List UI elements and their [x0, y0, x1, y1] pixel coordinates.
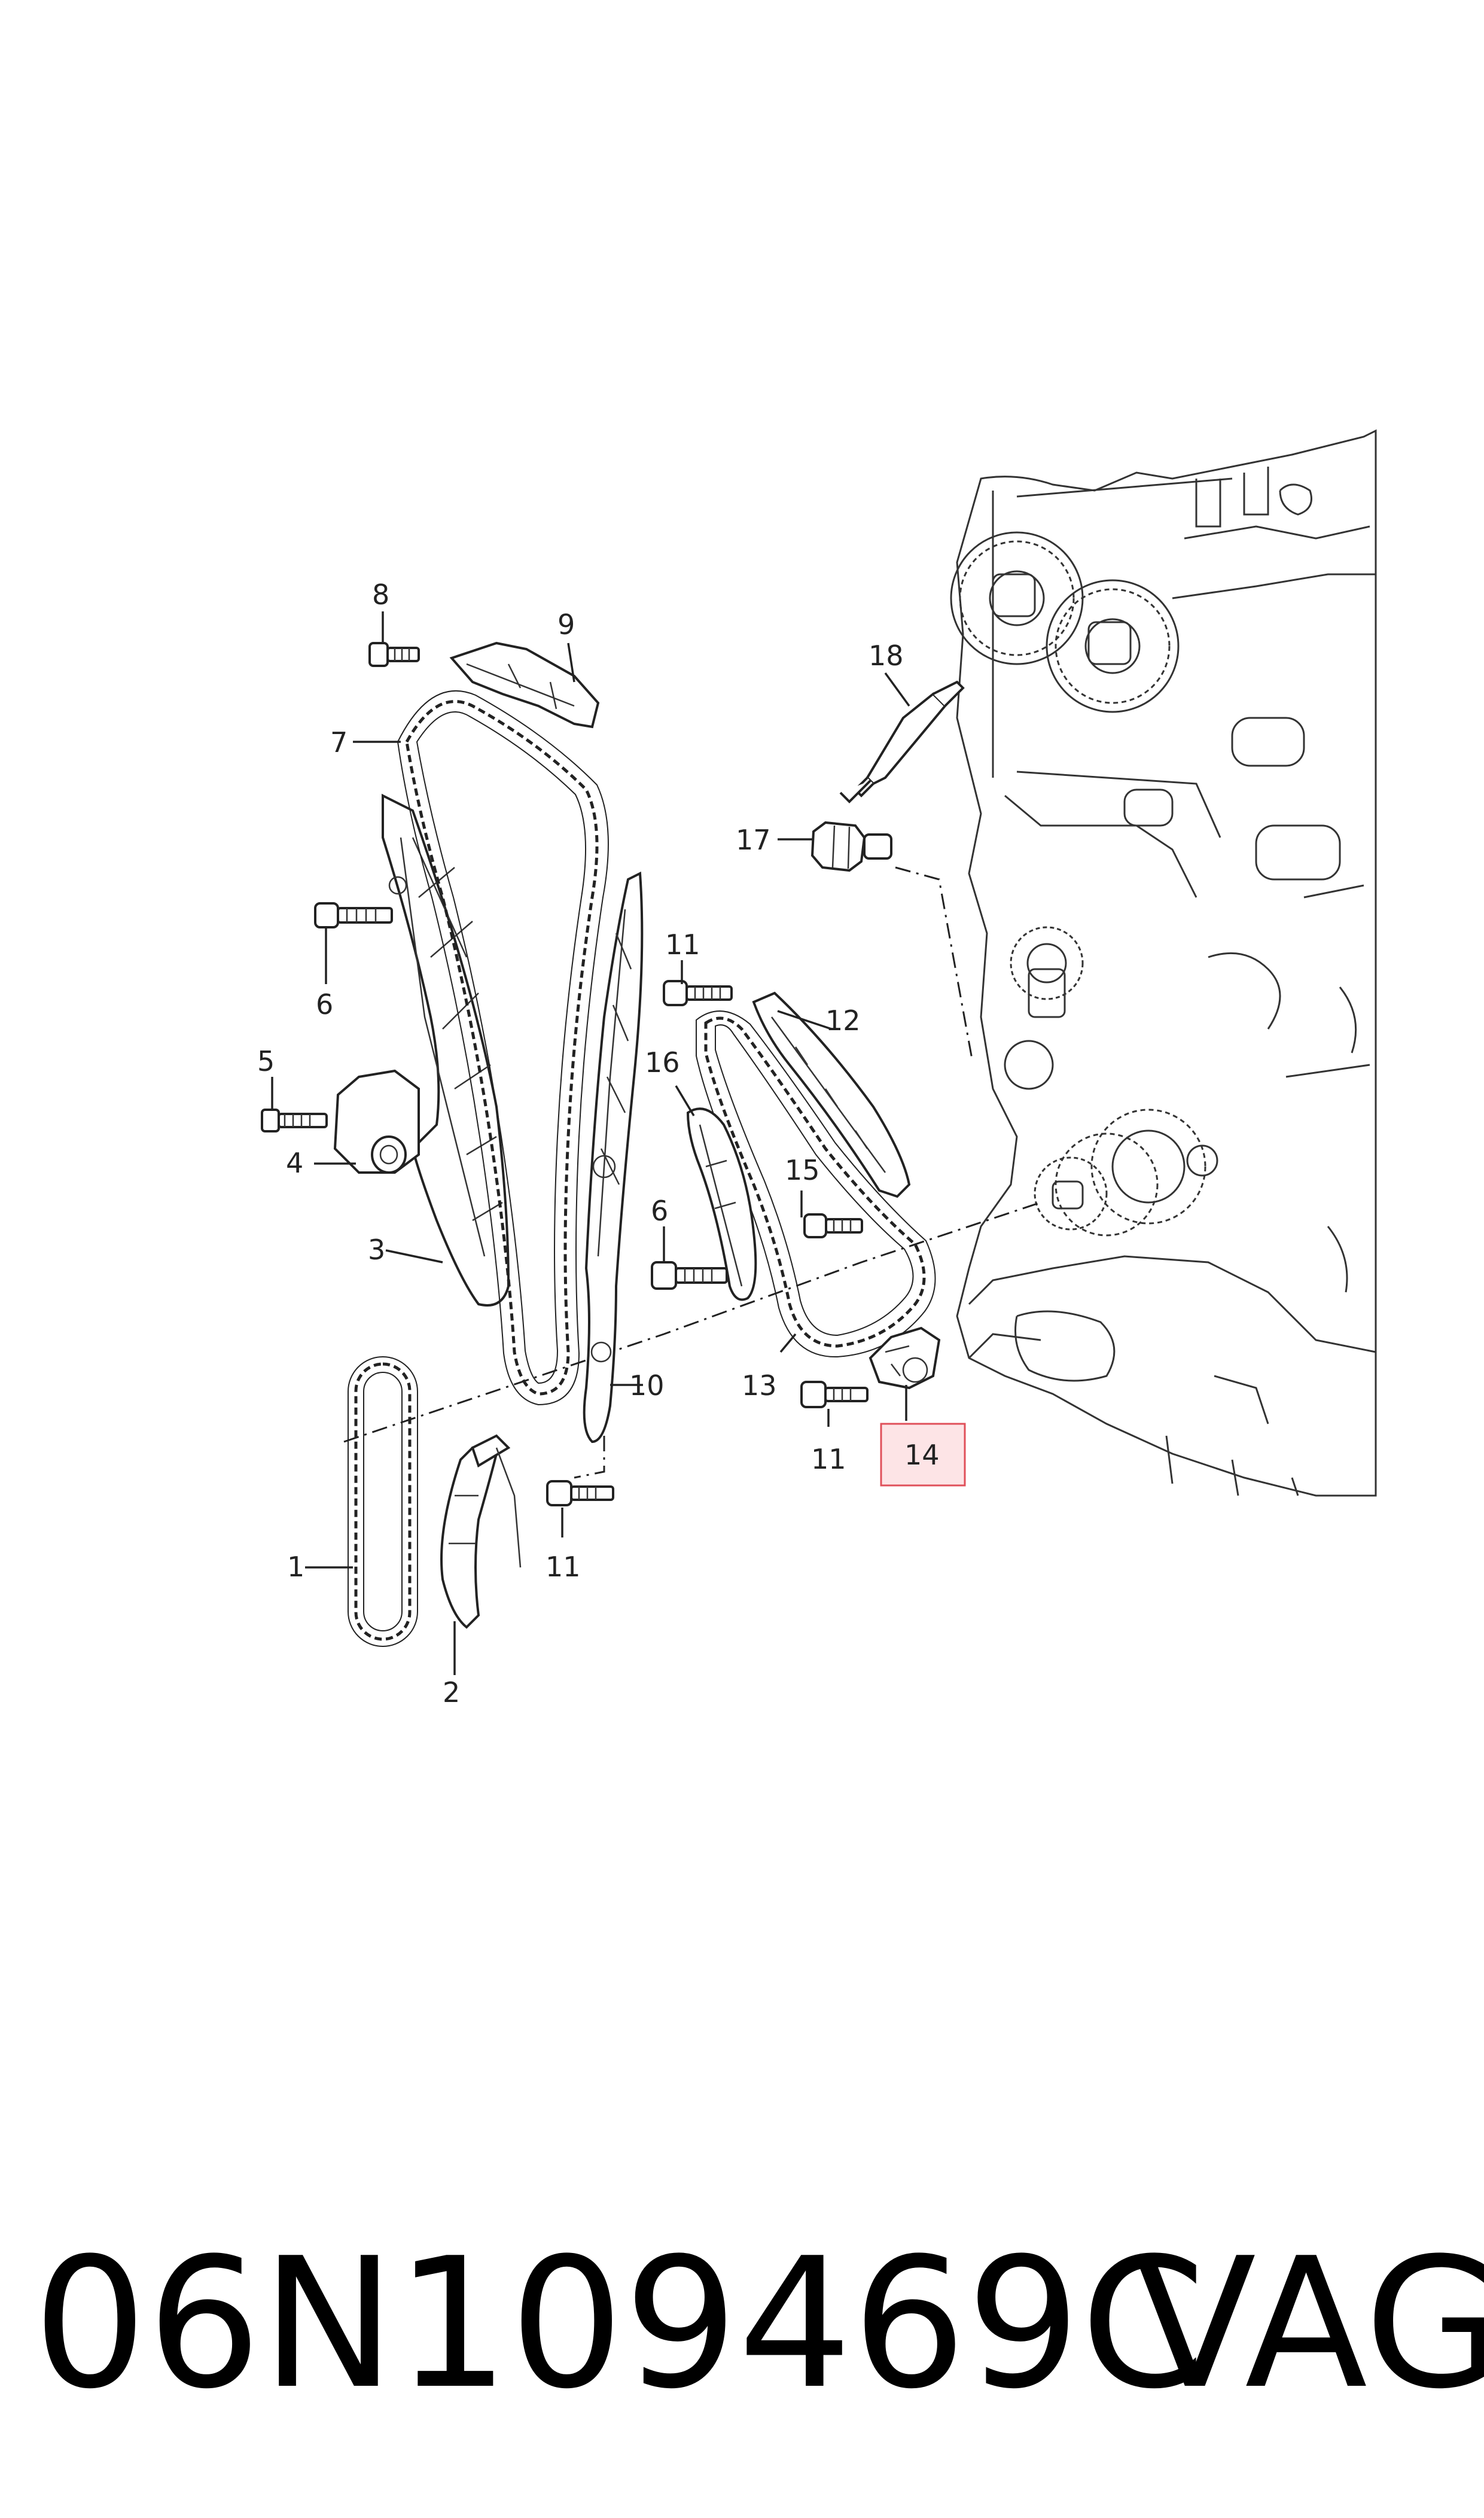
part-1-drive-chain [348, 1356, 418, 1647]
callout-12: 12 [825, 1004, 861, 1037]
part-14-tensioner [869, 1326, 941, 1390]
part-16-guide-rail [686, 1107, 757, 1301]
part-3-guide-rail [382, 793, 510, 1307]
part-number: 06N109469C [33, 2219, 1206, 2428]
alignment-line [574, 1436, 605, 1479]
part-10-guide-rail [583, 871, 644, 1444]
engine-block-illustration [950, 429, 1377, 1497]
callout-5: 5 [257, 1045, 275, 1077]
alignment-line [343, 1201, 1041, 1443]
callout-11-lower-right: 11 [811, 1443, 846, 1475]
callout-9: 9 [557, 608, 575, 641]
callout-17: 17 [736, 824, 771, 856]
part-5-bolt [261, 1109, 328, 1132]
part-11-bolt [800, 1381, 869, 1408]
part-7-timing-chain [397, 690, 609, 1406]
callout-labels: 1 2 3 4 5 6 7 8 9 10 11 11 11 12 13 14 1… [257, 578, 940, 1709]
part-6-bolt [651, 1261, 728, 1290]
callout-2: 2 [443, 1676, 460, 1709]
part-17-plug [810, 821, 892, 872]
callout-7: 7 [330, 726, 348, 759]
part-4-chain-tensioner [333, 1069, 420, 1174]
callout-13: 13 [742, 1369, 777, 1402]
part-12-slide-rail [752, 991, 911, 1198]
callout-18: 18 [869, 640, 904, 672]
callout-6-right: 6 [651, 1195, 668, 1227]
part-11-bolt [663, 980, 733, 1006]
part-8-bolt [368, 642, 420, 667]
callout-6: 6 [316, 988, 333, 1021]
callout-8: 8 [372, 578, 389, 611]
callout-11-lower-left: 11 [546, 1551, 581, 1583]
part-6-bolt [314, 902, 393, 928]
callout-10: 10 [629, 1369, 665, 1402]
leader-lines [271, 611, 910, 1675]
part-18-sealant-tube [839, 680, 965, 803]
callout-16: 16 [645, 1046, 680, 1079]
callout-11-upper: 11 [665, 928, 700, 961]
callout-14: 14 [904, 1439, 940, 1471]
brand-name: VAG [1133, 2219, 1484, 2428]
callout-3: 3 [368, 1234, 385, 1266]
part-2-tensioner-rail [440, 1434, 522, 1629]
part-15-bolt [803, 1213, 863, 1238]
highlight-box-14 [880, 1423, 966, 1487]
callout-4: 4 [286, 1147, 303, 1179]
alignment-line [895, 866, 973, 1059]
callout-15: 15 [785, 1154, 820, 1186]
callout-1: 1 [287, 1551, 304, 1583]
part-11-bolt [546, 1480, 614, 1506]
part-9-slide-rail [449, 641, 600, 729]
